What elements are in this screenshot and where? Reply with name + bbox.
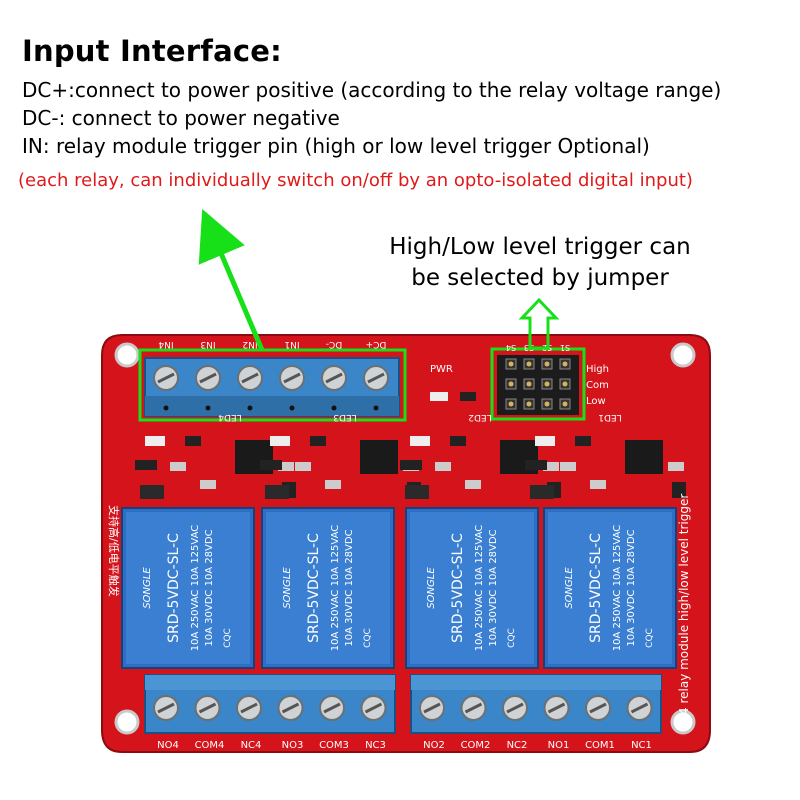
jumper-label-high: High xyxy=(586,364,609,375)
input-pin-label: DC+ xyxy=(366,339,387,349)
relay-model: SRD-5VDC-SL-C xyxy=(588,533,604,643)
jumper-pin-label: S1 xyxy=(560,343,570,352)
input-pin-label: IN3 xyxy=(200,339,215,349)
relay-brand: SONGLE xyxy=(426,567,437,609)
output-pin-label: COM2 xyxy=(461,740,491,751)
in-description: IN: relay module trigger pin (high or lo… xyxy=(22,134,650,158)
output-pin-label: NO3 xyxy=(282,740,304,751)
output-terminal-right xyxy=(410,674,662,734)
relay-rating: 10A 30VDC 10A 28VDC xyxy=(626,529,637,646)
relay-rating: 10A 250VAC 10A 125VAC xyxy=(330,525,341,652)
pwr-led xyxy=(430,392,448,401)
output-pin-label: COM3 xyxy=(319,740,349,751)
relay-cqc-mark: CQC xyxy=(223,628,233,648)
relay-model: SRD-5VDC-SL-C xyxy=(306,533,322,643)
led-label: LED1 xyxy=(598,412,621,422)
mount-hole-icon xyxy=(114,342,140,368)
led-label: LED4 xyxy=(218,412,242,422)
relay-rating: 10A 250VAC 10A 125VAC xyxy=(474,525,485,652)
jumper-label-low: Low xyxy=(586,396,606,407)
relay-model: SRD-5VDC-SL-C xyxy=(450,533,466,643)
relay-rating: 10A 30VDC 10A 28VDC xyxy=(488,529,499,646)
input-pin-label: IN2 xyxy=(242,339,257,349)
page-title: Input Interface: xyxy=(22,34,282,68)
dc-minus-description: DC-: connect to power negative xyxy=(22,106,340,130)
relay-model: SRD-5VDC-SL-C xyxy=(166,533,182,643)
mount-hole-icon xyxy=(670,709,696,735)
jumper-callout-line2: be selected by jumper xyxy=(411,265,669,291)
relay-cqc-mark: CQC xyxy=(645,628,655,648)
output-pin-label: COM1 xyxy=(585,740,615,751)
relay: SONGLE SRD-5VDC-SL-C 10A 250VAC 10A 125VAC… xyxy=(543,507,677,669)
input-pin-label: IN1 xyxy=(284,339,299,349)
relay-brand: SONGLE xyxy=(142,567,153,609)
output-pin-label: NC3 xyxy=(365,740,386,751)
relay-rating: 10A 30VDC 10A 28VDC xyxy=(204,529,215,646)
input-arrow-icon xyxy=(198,208,265,351)
opto-isolation-note: (each relay, can individually switch on/… xyxy=(18,170,693,191)
relay: SONGLE SRD-5VDC-SL-C 10A 250VAC 10A 125VAC… xyxy=(121,507,255,669)
mount-hole-icon xyxy=(114,709,140,735)
output-pin-label: NC2 xyxy=(507,740,528,751)
output-pin-label: NC1 xyxy=(631,740,652,751)
relay-rating: 10A 30VDC 10A 28VDC xyxy=(344,529,355,646)
jumper-callout: High/Low level trigger can be selected b… xyxy=(360,232,720,294)
led-label: LED3 xyxy=(333,412,356,422)
input-pin-label: IN4 xyxy=(158,339,173,349)
relay-cqc-mark: CQC xyxy=(363,628,373,648)
jumper-arrow-icon xyxy=(518,297,560,350)
board-side-text-cn: 支持高/低电平触发 xyxy=(107,505,121,597)
jumper-pin-label: S4 xyxy=(506,343,516,352)
relay-rating: 10A 250VAC 10A 125VAC xyxy=(612,525,623,652)
led-label: LED2 xyxy=(468,412,491,422)
jumper-label-com: Com xyxy=(586,380,609,391)
relay-rating: 10A 250VAC 10A 125VAC xyxy=(190,525,201,652)
output-pin-label: NC4 xyxy=(241,740,262,751)
relay-brand: SONGLE xyxy=(564,567,575,609)
input-highlight-box xyxy=(138,348,407,422)
input-pin-label: DC- xyxy=(326,339,342,349)
relays: SONGLE SRD-5VDC-SL-C 10A 250VAC 10A 125VAC… xyxy=(121,507,677,669)
relay-cqc-mark: CQC xyxy=(507,628,517,648)
smd-components xyxy=(135,436,686,499)
output-pin-label: NO4 xyxy=(157,740,179,751)
jumper-callout-line1: High/Low level trigger can xyxy=(389,234,691,260)
output-pin-label: COM4 xyxy=(195,740,225,751)
board-side-text: 4 relay module high/low level trigger xyxy=(677,494,691,715)
mount-hole-icon xyxy=(670,342,696,368)
dc-plus-description: DC+:connect to power positive (according… xyxy=(22,78,722,102)
output-pin-label: NO1 xyxy=(548,740,570,751)
output-pin-label: NO2 xyxy=(423,740,445,751)
output-terminal-left xyxy=(144,674,396,734)
input-terminal-block: IN4 IN3 IN2 IN1 DC- DC+ xyxy=(138,339,407,422)
relay: SONGLE SRD-5VDC-SL-C 10A 250VAC 10A 125VAC… xyxy=(405,507,539,669)
pwr-label: PWR xyxy=(430,364,453,375)
relay-brand: SONGLE xyxy=(282,567,293,609)
relay: SONGLE SRD-5VDC-SL-C 10A 250VAC 10A 125VAC… xyxy=(261,507,395,669)
